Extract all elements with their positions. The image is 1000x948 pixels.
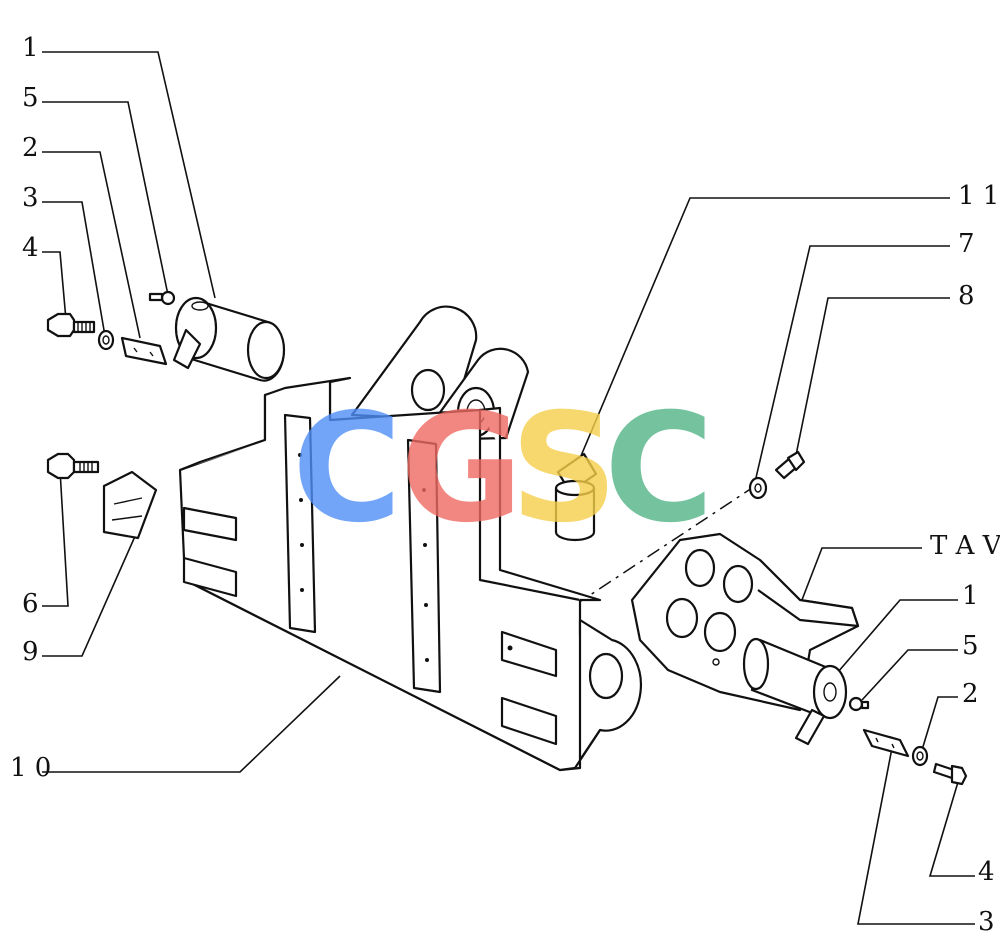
watermark-letter-2: G [400, 382, 523, 556]
leader-4-right [928, 781, 975, 877]
lug-rear [350, 305, 478, 422]
leader-6 [42, 469, 69, 607]
pin-assembly-top [46, 290, 286, 382]
pin-right [742, 637, 848, 746]
grease-nipple-right [848, 696, 870, 712]
callout-4-top: 4 [22, 233, 39, 263]
leader-2-right [921, 696, 958, 751]
leader-tav [799, 547, 922, 606]
callout-3-right: 3 [978, 907, 995, 937]
leader-2-top [42, 151, 141, 339]
screw-8 [774, 450, 806, 480]
watermark-letter-3: S [510, 382, 618, 556]
leader-7 [754, 245, 950, 483]
main-frame [178, 305, 642, 772]
washer-7 [748, 476, 768, 500]
leader-11 [574, 197, 950, 471]
callout-11: 1 1 [958, 181, 999, 211]
callout-tav: T A V [930, 531, 1000, 561]
shim-plate-9 [102, 470, 158, 540]
pin-top [172, 296, 286, 382]
leader-5-top [42, 101, 169, 296]
callout-6: 6 [22, 589, 39, 619]
callout-4-right: 4 [978, 857, 995, 887]
plate-top [120, 336, 168, 366]
leader-4-top [42, 251, 67, 321]
grease-nipple-top [148, 290, 176, 306]
leader-3-right [857, 747, 975, 925]
leader-10 [42, 675, 341, 773]
watermark-letter-1: C [292, 382, 402, 556]
leader-lines [42, 51, 975, 925]
leader-9 [42, 524, 141, 657]
plate-right [862, 728, 910, 758]
watermark-letter-4: C [604, 382, 714, 556]
callout-2-top: 2 [22, 133, 39, 163]
bolt-right [932, 762, 968, 786]
watermark: C G S C [292, 382, 714, 556]
leader-8 [794, 297, 950, 461]
callout-labels: 1 5 2 3 4 6 9 1 0 1 1 7 8 T A V 1 5 2 4 … [10, 33, 1000, 937]
callout-9: 9 [22, 637, 39, 667]
callout-1-right: 1 [962, 581, 979, 611]
callout-7: 7 [958, 229, 975, 259]
pin-assembly-right [742, 637, 968, 786]
callout-2-right: 2 [962, 679, 979, 709]
washer-top [97, 329, 115, 351]
bolt-6 [46, 452, 100, 480]
callout-1-top: 1 [22, 33, 39, 63]
bolt-top [46, 312, 96, 338]
leader-5-right [861, 649, 958, 701]
leader-1-right [837, 599, 958, 673]
callout-8: 8 [958, 281, 975, 311]
washer-right [911, 745, 929, 767]
pin-11 [554, 452, 598, 542]
callout-10: 1 0 [10, 753, 51, 783]
centerline-dash [574, 487, 753, 606]
callout-5-top: 5 [22, 83, 39, 113]
callout-3-top: 3 [22, 183, 39, 213]
leader-1-top [42, 51, 216, 299]
callout-5-right: 5 [962, 631, 979, 661]
leader-3-top [42, 201, 106, 337]
